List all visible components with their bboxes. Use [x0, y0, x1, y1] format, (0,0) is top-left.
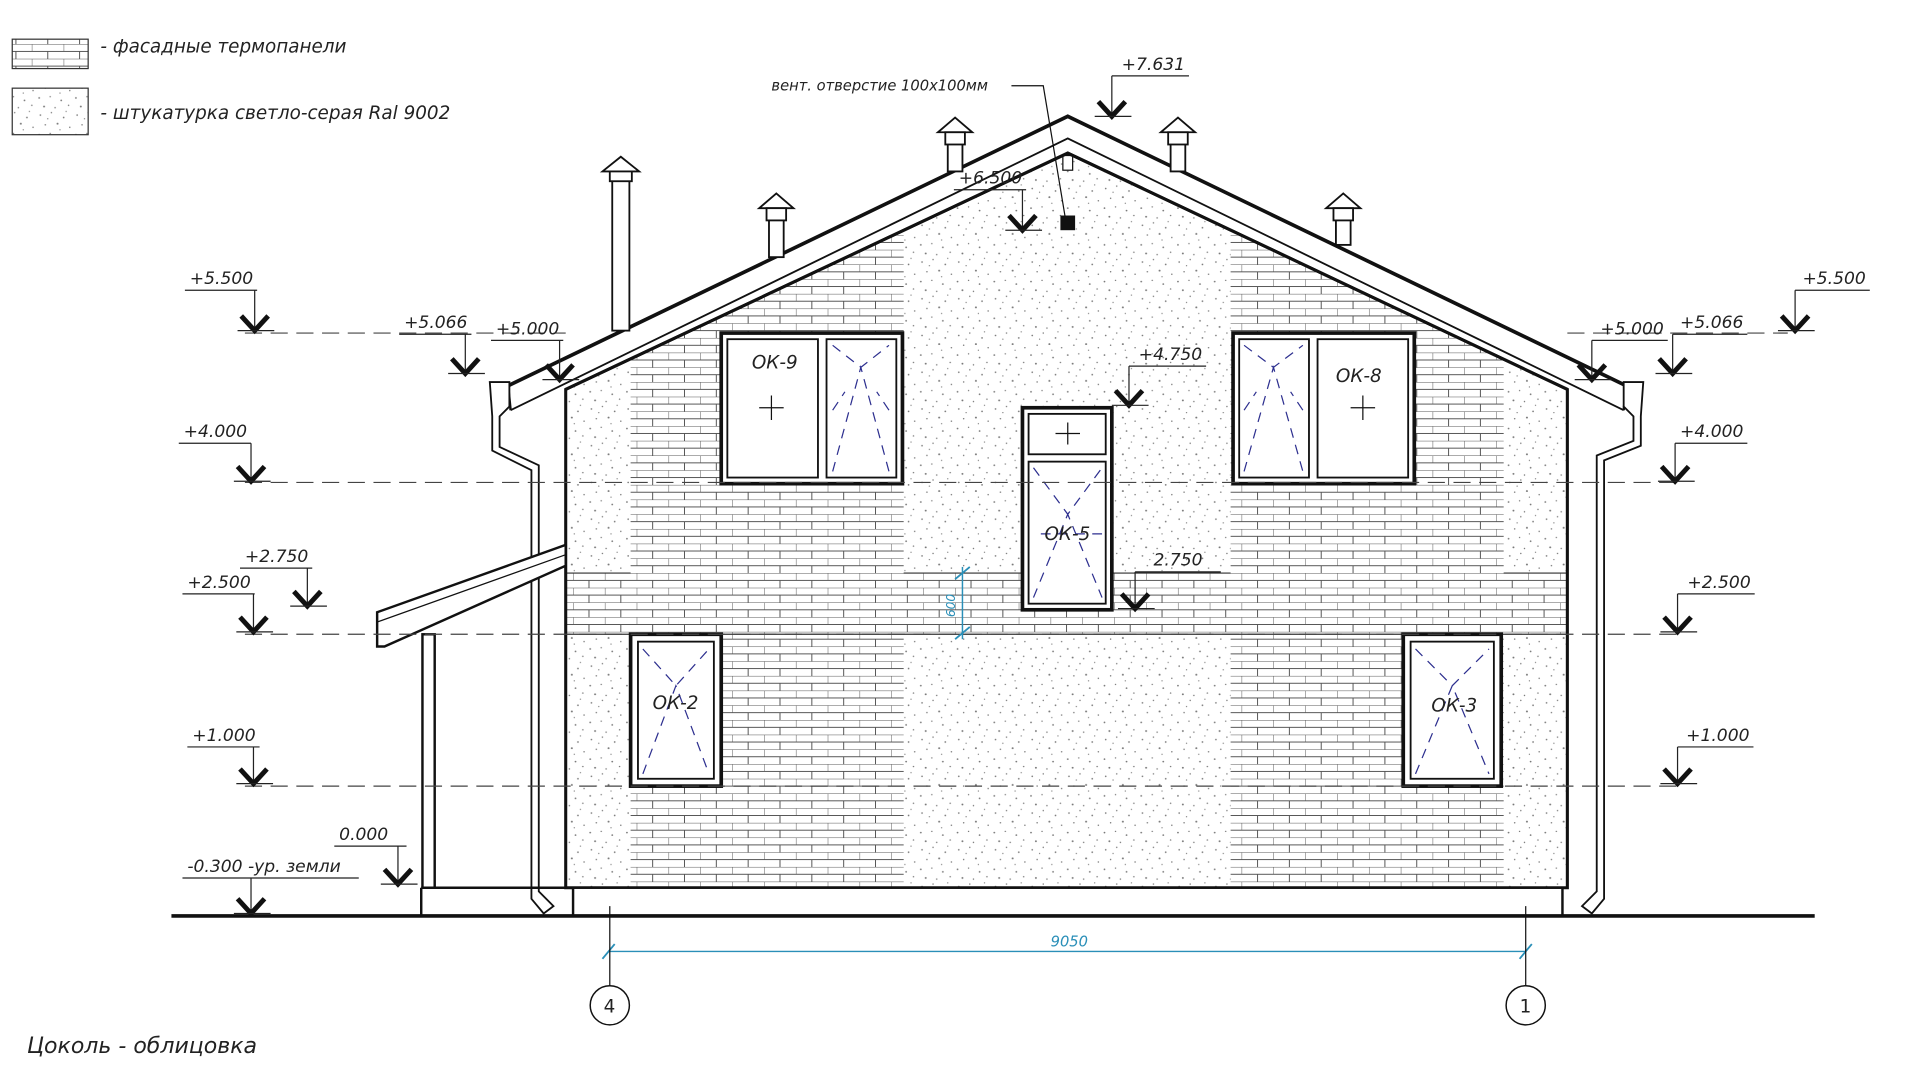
plinth — [571, 886, 1564, 918]
roof — [506, 114, 1628, 412]
level-mark: +5.000 — [1574, 319, 1668, 384]
level-mark-label: +5.000 — [1600, 319, 1663, 339]
level-mark-label: +2.500 — [187, 573, 250, 593]
level-mark-label: 2.750 — [1153, 551, 1202, 571]
window-ok8: ОК-8 — [1231, 331, 1417, 486]
dimension-value: 600 — [944, 594, 958, 618]
level-mark-label: 0.000 — [339, 825, 388, 845]
legend-plaster-swatch — [11, 87, 89, 136]
level-mark-label: +5.500 — [1802, 269, 1865, 289]
grid-axis-1: 1 — [1505, 906, 1547, 1026]
level-mark: +5.066 — [1655, 313, 1748, 378]
level-mark-label: +4.750 — [1139, 345, 1202, 365]
window-label: ОК-2 — [653, 693, 699, 714]
level-mark-label: +6.500 — [959, 169, 1022, 189]
window-ok5: ОК-5 — [1020, 405, 1114, 612]
window-ok9: ОК-9 — [719, 331, 905, 486]
plaster-gable-center — [903, 153, 1231, 574]
dimension-overall: 9050 — [601, 934, 1533, 960]
level-mark: -0.300 -ур. земли — [182, 857, 359, 918]
window-label: ОК-5 — [1044, 524, 1090, 545]
level-marks: +5.500 +5.066 +5.000 +4.000 +2.750 +2.500 +1.0… — [178, 55, 1870, 918]
level-mark: +1.000 — [1660, 726, 1754, 788]
window-ok3: ОК-3 — [1401, 632, 1504, 788]
legend: - фасадные термопанели - штукатурка свет… — [11, 37, 450, 136]
dimension-band: 600 — [944, 566, 971, 640]
vent-note: вент. отверстие 100х100мм — [771, 78, 988, 95]
window-ok2: ОК-2 — [628, 632, 724, 788]
vent-pipe — [935, 116, 975, 173]
level-mark: +6.500 — [953, 169, 1043, 234]
level-mark-label: +1.000 — [1686, 726, 1749, 746]
level-mark: 2.750 — [1117, 551, 1221, 613]
level-mark: 0.000 — [334, 825, 418, 888]
level-mark: +5.500 — [1777, 269, 1870, 335]
vent-pipe — [1323, 192, 1363, 246]
plaster-right-upper — [1503, 358, 1568, 574]
downpipes — [488, 381, 1645, 915]
level-mark: +5.500 — [184, 269, 275, 335]
axis-label: 4 — [604, 997, 616, 1018]
level-mark: +1.000 — [187, 726, 274, 788]
level-mark: +4.750 — [1111, 345, 1207, 409]
footer-caption: Цоколь - облицовка — [27, 1034, 257, 1059]
plaster-left-upper — [565, 358, 631, 574]
axis-label: 1 — [1520, 997, 1532, 1018]
level-mark: +5.000 — [491, 319, 580, 384]
level-mark-label: +5.066 — [1680, 313, 1743, 333]
level-mark-label: +2.500 — [1687, 573, 1750, 593]
vent-opening-icon — [1060, 215, 1076, 231]
level-mark-label: +4.000 — [184, 422, 247, 442]
legend-plaster-label: - штукатурка светло-серая Ral 9002 — [100, 103, 450, 124]
level-mark-label: +5.000 — [496, 319, 559, 339]
plaster-center-lower — [903, 634, 1231, 888]
legend-brick-swatch — [11, 38, 89, 70]
plaster-right-lower — [1503, 634, 1568, 888]
vent-callout: вент. отверстие 100х100мм — [771, 78, 1076, 231]
legend-brick-label: - фасадные термопанели — [100, 37, 346, 58]
level-lines — [244, 332, 1788, 787]
level-mark: +7.631 — [1094, 55, 1189, 120]
window-label: ОК-3 — [1431, 695, 1477, 716]
vent-pipe — [756, 192, 796, 259]
level-mark-label: +5.066 — [404, 313, 467, 333]
dimension-value: 9050 — [1051, 934, 1088, 951]
level-mark-label: +1.000 — [192, 726, 255, 746]
level-mark-label: -0.300 -ур. земли — [187, 857, 340, 877]
level-mark: +2.500 — [1660, 573, 1755, 636]
window-label: ОК-9 — [752, 353, 798, 374]
vent-pipes — [599, 116, 1363, 332]
level-mark-label: +2.750 — [245, 547, 308, 567]
grid-axis-4: 4 — [589, 906, 631, 1026]
level-mark-label: +7.631 — [1122, 55, 1185, 75]
level-mark: +5.066 — [399, 313, 485, 378]
level-mark-label: +5.500 — [190, 269, 253, 289]
vent-pipe — [1158, 116, 1198, 173]
level-mark: +2.500 — [182, 573, 274, 636]
window-label: ОК-8 — [1336, 366, 1382, 387]
level-mark: +4.000 — [1657, 422, 1748, 485]
level-mark: +2.750 — [240, 547, 327, 610]
level-mark-label: +4.000 — [1680, 422, 1743, 442]
plaster-left-lower — [565, 634, 631, 888]
level-mark: +4.000 — [178, 422, 271, 485]
vent-pipe — [599, 155, 642, 332]
